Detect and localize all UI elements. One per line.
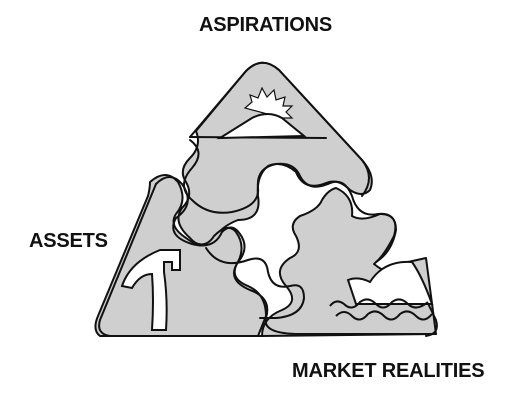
shark-fin-waves-icon	[329, 260, 434, 321]
right-edge-line	[361, 159, 438, 337]
market-realities-label: MARKET REALITIES	[292, 360, 485, 382]
assets-label: ASSETS	[29, 230, 108, 252]
flow-line-3	[205, 247, 305, 319]
aspirations-label: ASPIRATIONS	[199, 14, 332, 36]
mountain-sun-icon	[216, 86, 307, 140]
flow-line	[155, 176, 437, 335]
flow-line-2	[183, 139, 397, 263]
hammer-icon	[120, 249, 181, 331]
left-edge-line	[98, 183, 263, 337]
